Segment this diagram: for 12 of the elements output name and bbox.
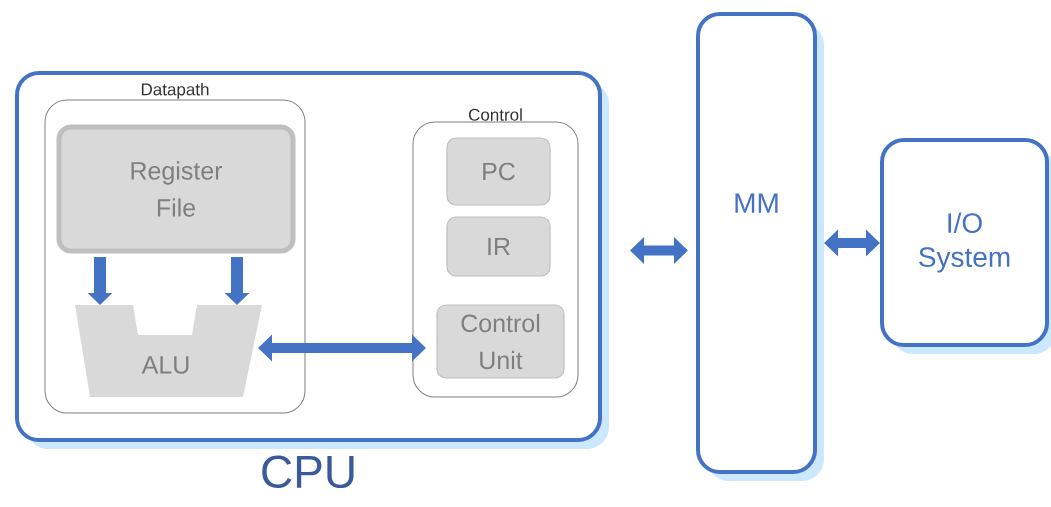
register-box: IR — [446, 216, 551, 277]
io-box: I/O System — [880, 138, 1051, 354]
memory-box: MM — [696, 12, 824, 481]
register-file-box: Register File — [56, 124, 296, 254]
arrow — [630, 237, 688, 264]
control-unit-box: Control Unit — [436, 304, 565, 379]
arrow — [824, 229, 880, 257]
node-label: Control — [468, 108, 522, 121]
node-label: Datapath — [141, 82, 209, 99]
register-box: PC — [446, 137, 551, 206]
arrow — [258, 334, 426, 362]
node-label: CPU — [262, 455, 354, 489]
